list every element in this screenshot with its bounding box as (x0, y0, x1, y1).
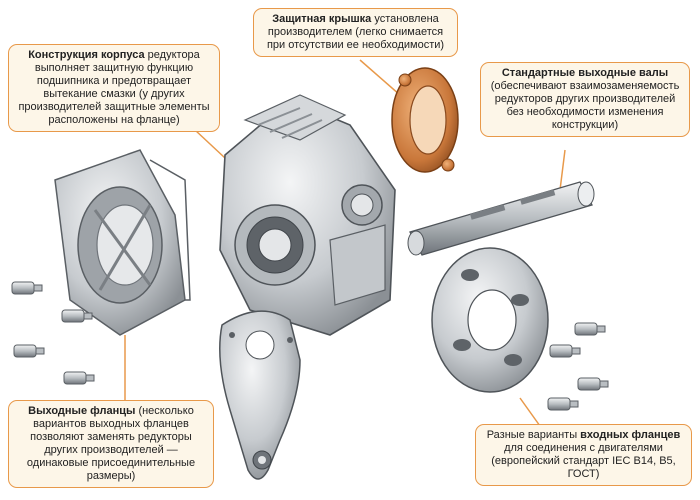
bolt (63, 371, 95, 385)
bolt (11, 281, 43, 295)
bolt (549, 344, 581, 358)
leader-housing (194, 129, 226, 159)
leader-cover (359, 59, 401, 96)
torque-arm (219, 310, 301, 480)
bolt (547, 397, 579, 411)
input-flange (431, 247, 549, 393)
callout-cover-text: установлена производителем (легко снимае… (266, 13, 445, 51)
callout-housing-title: Конструкция корпуса (28, 49, 145, 61)
callout-inflange-prefix: Разные варианты (486, 429, 581, 441)
callout-output-flanges: Выходные фланцы (несколько вариантов вых… (8, 400, 214, 488)
callout-input-flanges: Разные варианты входных фланцев для соед… (475, 424, 692, 486)
gearbox-housing (219, 94, 396, 336)
bolts-left (11, 281, 95, 385)
output-shaft (407, 181, 595, 256)
bolt (574, 322, 606, 336)
callout-inflange-title: входных фланцев (580, 429, 681, 441)
callout-cover-title: Защитная крышка (272, 13, 372, 25)
bolt (577, 377, 609, 391)
output-flange (54, 149, 191, 336)
callout-housing-design: Конструкция корпуса редуктора выполняет … (8, 44, 220, 132)
leader-shafts (559, 149, 566, 191)
bolt (61, 309, 93, 323)
bolt (13, 344, 45, 358)
bolts-right (547, 322, 609, 411)
callout-shafts-text: (обеспечивают взаимозаменяемость редукто… (490, 80, 680, 131)
leader-in-flange (519, 397, 541, 427)
callout-shafts-title: Стандартные выходные валы (501, 67, 669, 79)
callout-outflange-text: (несколько вариантов выходных фланцев по… (26, 405, 196, 482)
leader-lines (124, 59, 566, 427)
callout-inflange-text: для соединения с двигателями (европейски… (491, 442, 676, 480)
callout-protective-cover: Защитная крышка установлена производител… (253, 8, 458, 57)
callout-housing-text: редуктора выполняет защитную функцию под… (18, 49, 210, 126)
protective-cover (391, 67, 459, 173)
callout-outflange-title: Выходные фланцы (28, 405, 136, 417)
callout-output-shafts: Стандартные выходные валы (обеспечивают … (480, 62, 690, 137)
